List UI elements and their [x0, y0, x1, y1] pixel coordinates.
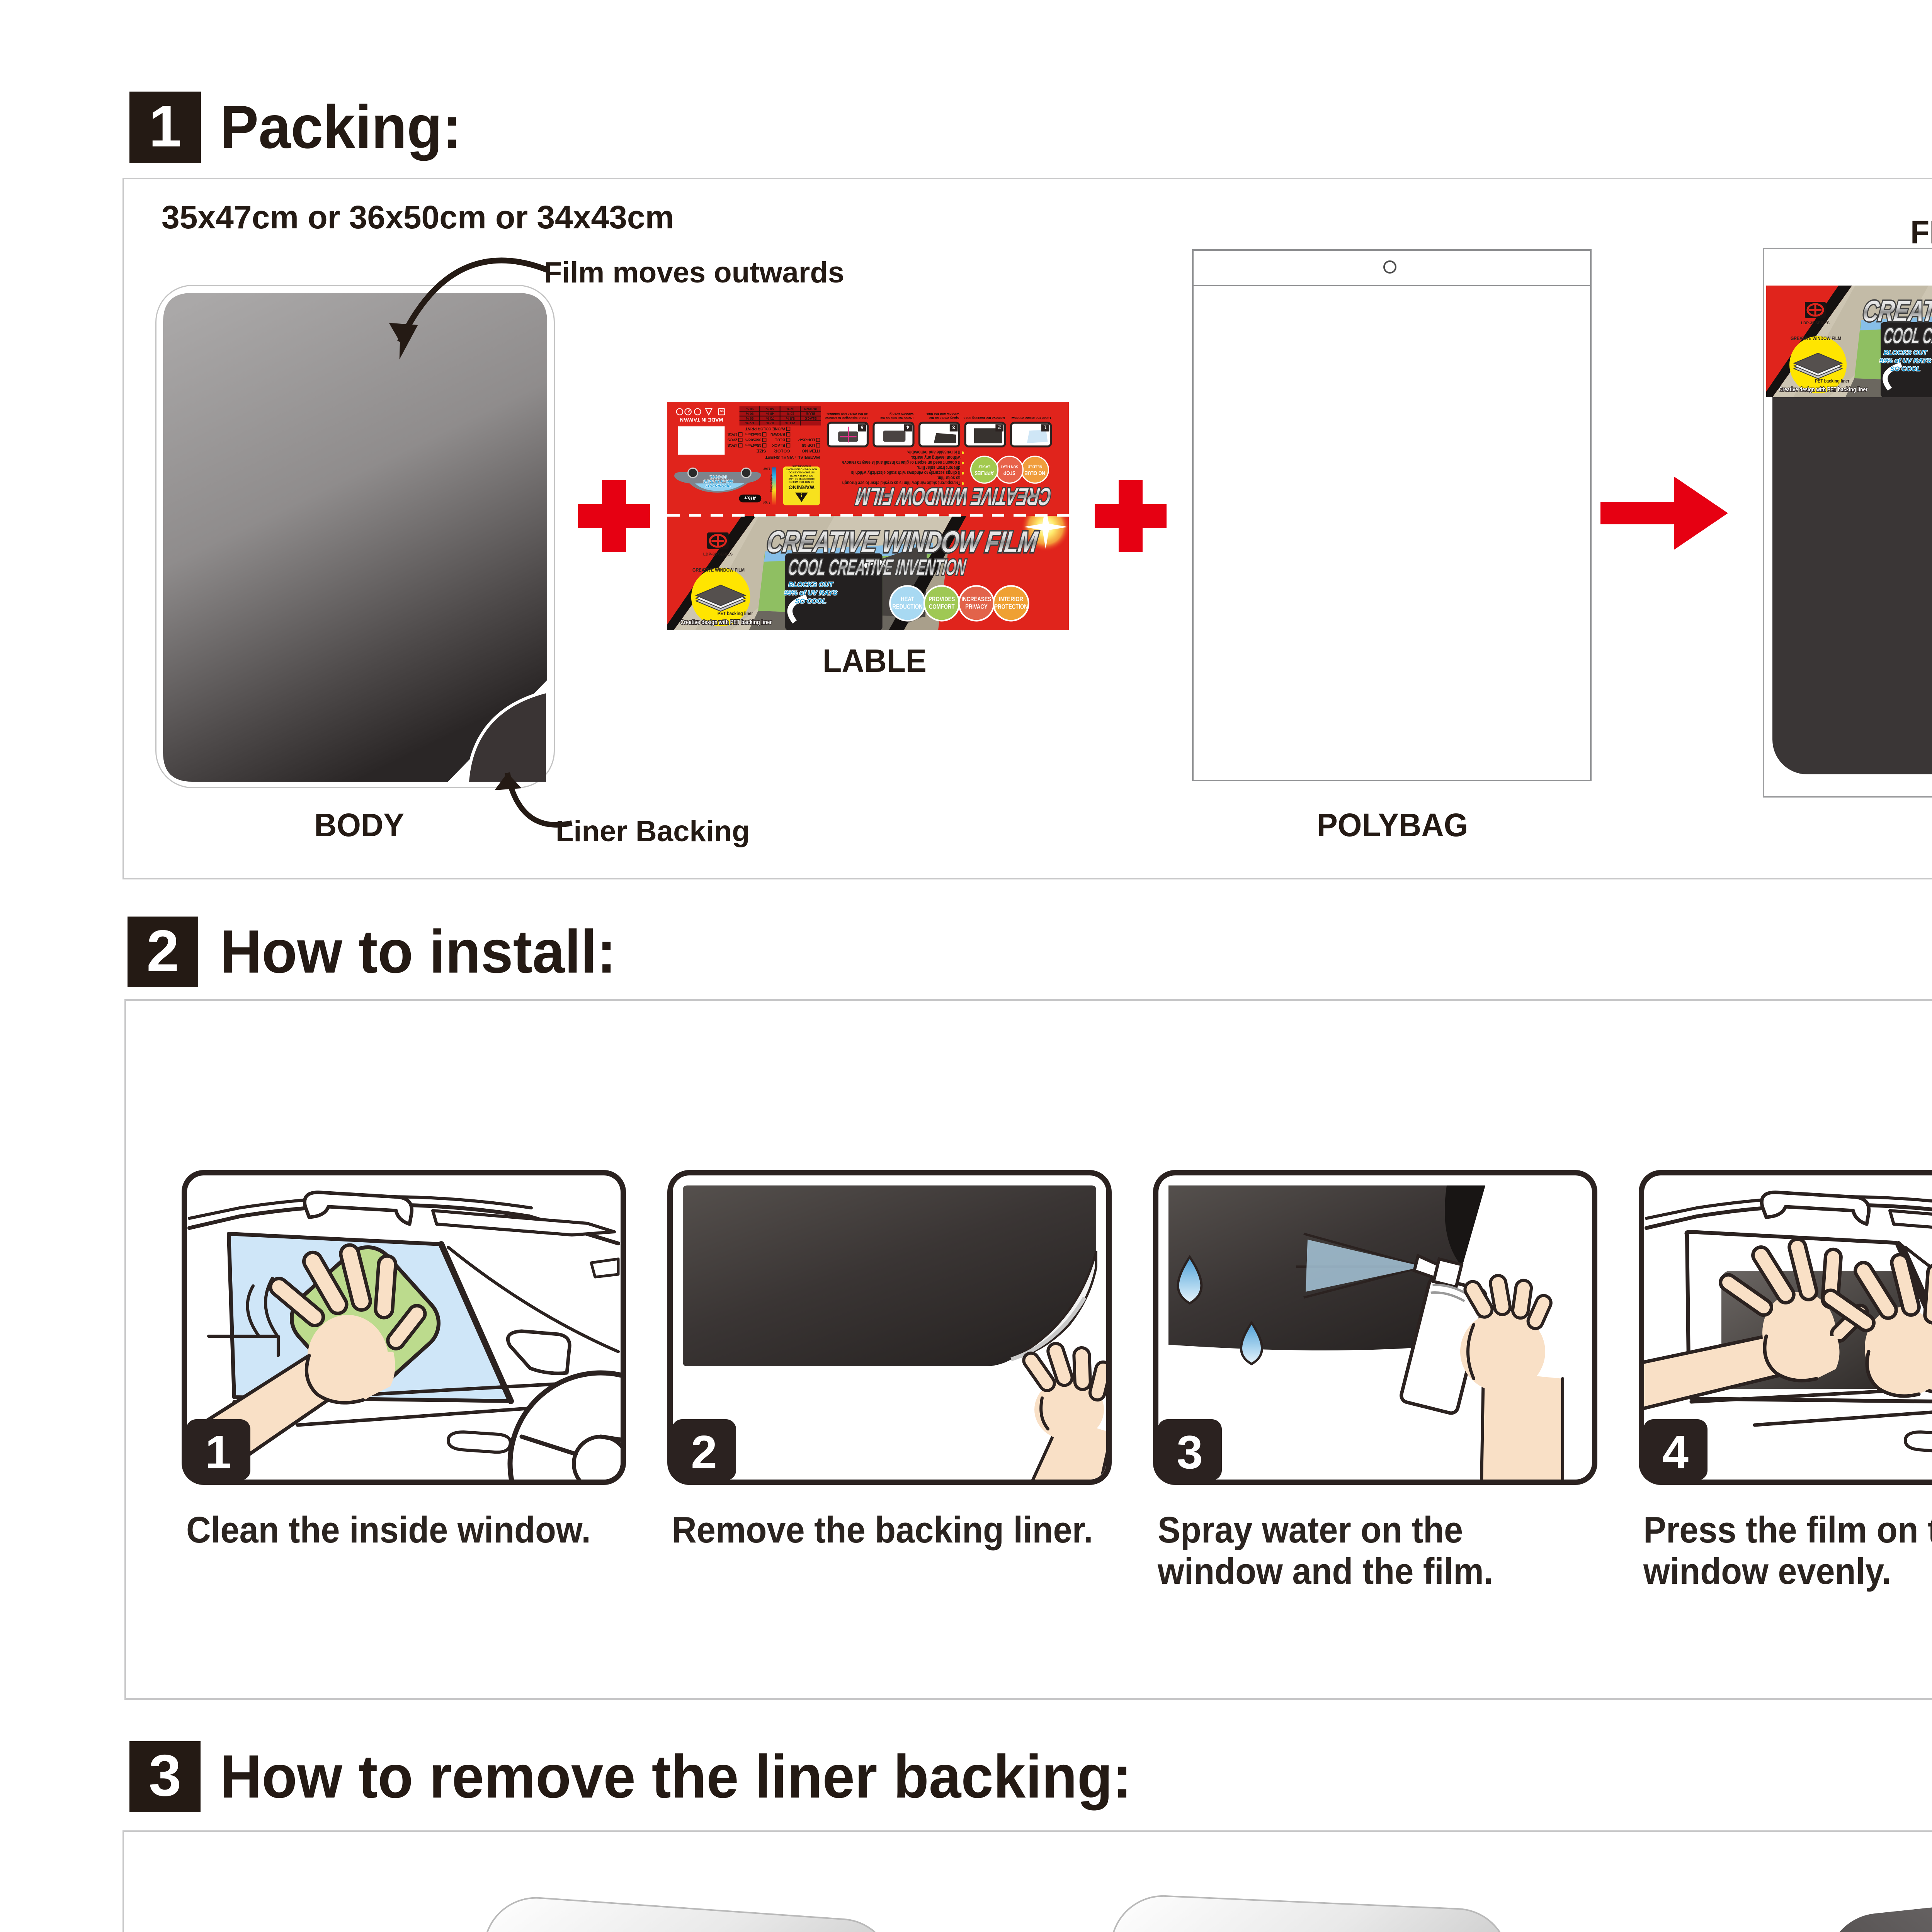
svg-text:3: 3 [1177, 1426, 1203, 1478]
svg-text:4: 4 [1662, 1426, 1689, 1478]
svg-text:1: 1 [205, 1426, 231, 1478]
svg-text:2: 2 [691, 1426, 717, 1478]
